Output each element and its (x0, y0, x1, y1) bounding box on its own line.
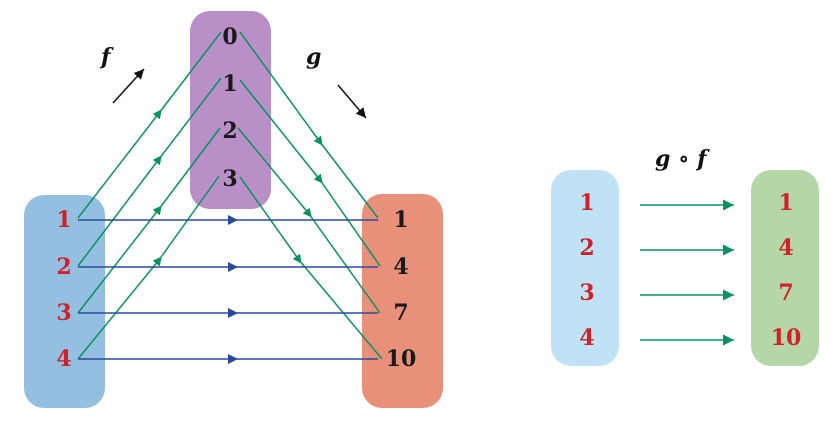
middle-value: 0 (222, 24, 237, 50)
domain-value: 4 (56, 346, 71, 372)
f-arrow-4-seg2 (158, 175, 220, 261)
domain-value: 3 (56, 300, 71, 326)
middle-value: 1 (222, 71, 237, 97)
g-arrow-4-seg2 (298, 259, 383, 360)
f-direction-arrow (112, 68, 145, 104)
g-arrow-2-seg1 (239, 79, 323, 184)
codomain-value: 1 (393, 207, 408, 233)
f-arrow-4-seg1 (77, 256, 162, 360)
g-arrow-2-seg2 (319, 179, 381, 267)
composite-domain-value: 4 (579, 325, 594, 351)
composite-domain-value: 3 (579, 280, 594, 306)
composite-codomain-value: 10 (771, 325, 802, 351)
domain-value: 1 (56, 207, 71, 233)
g-arrow-3-seg2 (308, 213, 381, 314)
codomain-value: 4 (393, 254, 408, 280)
domain-box (24, 195, 105, 408)
middle-value: 3 (222, 166, 237, 192)
composite-arrows (78, 215, 378, 364)
composite-codomain-value: 7 (778, 280, 793, 306)
codomain-value: 10 (386, 346, 417, 372)
g-direction-arrow (337, 84, 367, 119)
middle-value: 2 (222, 118, 237, 144)
f-arrow-3-seg2 (158, 127, 221, 210)
f-label: f (99, 44, 114, 70)
g-arrow-3-seg1 (237, 127, 312, 218)
composition-label: g ∘ f (655, 146, 710, 172)
g-arrow-1-seg1 (239, 31, 323, 146)
f-arrow-2-seg2 (158, 77, 222, 160)
composite-map-arrows (640, 199, 734, 346)
g-arrows (237, 31, 383, 360)
f-arrows (77, 31, 222, 360)
g-arrow-4-seg1 (239, 176, 302, 264)
domain-value: 2 (56, 254, 71, 280)
composite-codomain-value: 1 (778, 190, 793, 216)
composite-domain-value: 1 (579, 190, 594, 216)
g-arrow-1-seg2 (319, 141, 379, 219)
composite-domain-box (551, 170, 619, 366)
composite-domain-value: 2 (579, 235, 594, 261)
codomain-box (362, 194, 443, 408)
codomain-value: 7 (393, 300, 408, 326)
middle-box (190, 11, 271, 209)
f-arrow-3-seg1 (77, 205, 162, 314)
f-arrow-1-seg2 (158, 31, 222, 114)
composite-codomain-box (751, 170, 819, 366)
g-label: g (306, 44, 321, 70)
f-arrow-1-seg1 (77, 109, 162, 219)
f-arrow-2-seg1 (77, 155, 162, 267)
composite-codomain-value: 4 (778, 235, 793, 261)
